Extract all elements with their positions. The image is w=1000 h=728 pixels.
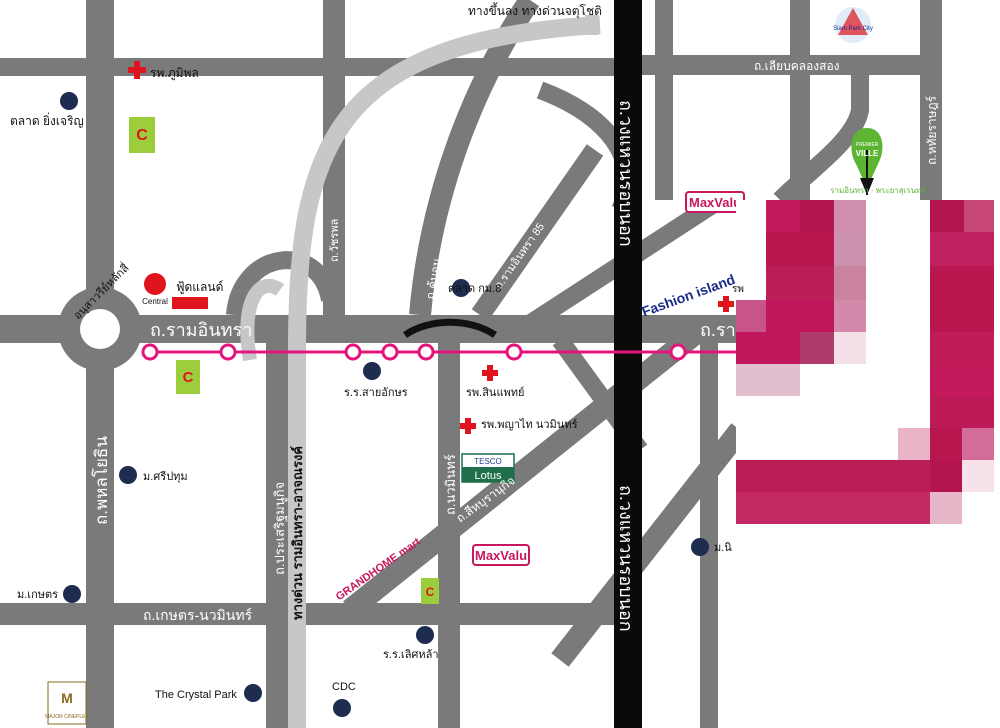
svg-text:รามอินทรา · พระยาสุเรนทร์: รามอินทรา · พระยาสุเรนทร์ bbox=[830, 185, 926, 195]
hospital-icon bbox=[128, 61, 146, 79]
label-expressway: ทางด่วน รามอินทรา-อาจณรงค์ bbox=[290, 446, 305, 620]
label-hathairat: ถ.หทัยราษฎร์ bbox=[925, 95, 939, 165]
hospital-icon bbox=[718, 296, 734, 312]
label-km8: ตลาด กม.8 bbox=[448, 283, 501, 295]
bts-station bbox=[141, 343, 159, 361]
hospital-icons bbox=[128, 61, 734, 434]
major-logo: M MAJOR CINEPLEX bbox=[45, 681, 89, 725]
expressway bbox=[240, 16, 601, 728]
marker-nimit[interactable] bbox=[691, 538, 709, 556]
hospital-icon bbox=[482, 365, 498, 381]
marker-kasetsart[interactable] bbox=[63, 585, 81, 603]
pixelated-region bbox=[736, 200, 1000, 728]
marker-saiaksorn[interactable] bbox=[363, 362, 381, 380]
bts-station bbox=[505, 343, 523, 361]
road-arc-left bbox=[226, 251, 339, 317]
markers bbox=[60, 92, 709, 717]
road-diag-3 bbox=[551, 423, 749, 667]
expressway-ramp-end bbox=[585, 15, 599, 35]
svg-text:C: C bbox=[183, 369, 194, 386]
marker-setsahla[interactable] bbox=[416, 626, 434, 644]
maxvalu-logos: MaxValu MaxValu bbox=[472, 191, 745, 566]
svg-text:PREMIER: PREMIER bbox=[856, 142, 879, 148]
label-phumiphon: รพ.ภูมิพล bbox=[150, 66, 199, 81]
svg-text:Central: Central bbox=[142, 297, 168, 306]
label-chatuchot-ramp: ทางขึ้นลง ทางด่วนจตุโชติ bbox=[468, 2, 602, 19]
label-phahonyothin: ถ.พหลโยธิน bbox=[91, 436, 111, 525]
road-outer-ring bbox=[614, 0, 642, 728]
label-setsahla: ร.ร.เลิศหล้า bbox=[383, 649, 439, 661]
road-diag-5 bbox=[773, 75, 869, 207]
bts-station bbox=[219, 343, 237, 361]
road-west-vertical bbox=[655, 0, 673, 200]
road-kaset-nawamin bbox=[0, 603, 615, 625]
roundabout bbox=[58, 287, 142, 371]
label-phayathai: รพ.พญาไท นวมินทร์ bbox=[481, 418, 578, 431]
label-cdc: CDC bbox=[332, 681, 356, 693]
marker-sripatum[interactable] bbox=[119, 466, 137, 484]
label-foodland: ฟู้ดแลนด์ bbox=[176, 280, 223, 295]
label-crystal: The Crystal Park bbox=[155, 689, 237, 701]
label-ramintra85: ถ.รามอินทรา 85 bbox=[493, 221, 547, 292]
svg-text:C: C bbox=[136, 127, 148, 144]
road-sub-vertical bbox=[700, 343, 718, 728]
label-liap: ถ.เลียบคลองสอง bbox=[754, 59, 840, 73]
central-logo: Central bbox=[142, 273, 208, 309]
svg-text:C: C bbox=[426, 585, 435, 599]
label-sripatum: ม.ศรีปทุม bbox=[143, 470, 188, 483]
label-nawamin: ถ.นวมินทร์ bbox=[443, 454, 458, 515]
svg-text:MaxValu: MaxValu bbox=[689, 195, 741, 210]
label-kaset-nawamin: ถ.เกษตร-นวมินทร์ bbox=[143, 607, 253, 623]
marker-crystal[interactable] bbox=[244, 684, 262, 702]
road-top-horizontal bbox=[0, 58, 615, 76]
marker-yingcharoen[interactable] bbox=[60, 92, 78, 110]
road-east-vertical bbox=[790, 0, 810, 200]
road-hathairat bbox=[920, 0, 942, 200]
road-prasert bbox=[266, 343, 290, 728]
svg-text:MAJOR CINEPLEX: MAJOR CINEPLEX bbox=[45, 714, 89, 720]
project-pin[interactable]: PREMIER VILLE รามอินทรา · พระยาสุเรนทร์ bbox=[830, 128, 926, 195]
siam-park-icon: Siam Park City bbox=[833, 7, 873, 43]
label-nimit: ม.นิ bbox=[714, 542, 732, 554]
svg-text:TESCO: TESCO bbox=[474, 457, 502, 466]
label-prasert: ถ.ประเสริฐมนูกิจ bbox=[272, 482, 288, 575]
label-outer-ring-south: ถ.วงแหวนรอบนอก bbox=[616, 485, 636, 632]
label-yingcharoen: ตลาด ยิ่งเจริญ bbox=[10, 112, 84, 128]
svg-text:Siam Park City: Siam Park City bbox=[833, 26, 873, 32]
label-saiaksorn: ร.ร.สายอักษร bbox=[344, 387, 408, 399]
marker-cdc[interactable] bbox=[333, 699, 351, 717]
bigc-logos: C C C bbox=[129, 117, 439, 604]
svg-text:Lotus: Lotus bbox=[475, 470, 502, 482]
label-kasetsart: ม.เกษตร bbox=[17, 589, 58, 601]
bts-station bbox=[669, 343, 687, 361]
bridge bbox=[403, 318, 497, 338]
label-ramintra: ถ.รามอินทรา bbox=[150, 320, 252, 340]
tesco-lotus-logo: TESCO Lotus bbox=[461, 453, 515, 483]
label-red-cross-east: รพ bbox=[732, 284, 744, 295]
svg-text:VILLE: VILLE bbox=[856, 149, 879, 158]
bts-line bbox=[141, 343, 740, 361]
label-outer-ring-north: ถ.วงแหวนรอบนอก bbox=[616, 100, 636, 247]
fashion-island-logo: Fashion island bbox=[640, 271, 738, 320]
bts-station bbox=[417, 343, 435, 361]
label-ramintra-east: ถ.รา bbox=[700, 320, 736, 340]
bts-station bbox=[344, 343, 362, 361]
hospital-icon bbox=[460, 418, 476, 434]
svg-text:M: M bbox=[61, 690, 73, 706]
label-watcharaphon: ถ.วัชรพล bbox=[329, 219, 341, 262]
road-ramintra-85 bbox=[471, 144, 604, 321]
bts-station bbox=[381, 343, 399, 361]
road-setha bbox=[343, 321, 707, 619]
label-sinphaet: รพ.สินแพทย์ bbox=[466, 386, 525, 399]
svg-text:MaxValu: MaxValu bbox=[475, 548, 527, 563]
marker-km8[interactable] bbox=[452, 279, 470, 297]
